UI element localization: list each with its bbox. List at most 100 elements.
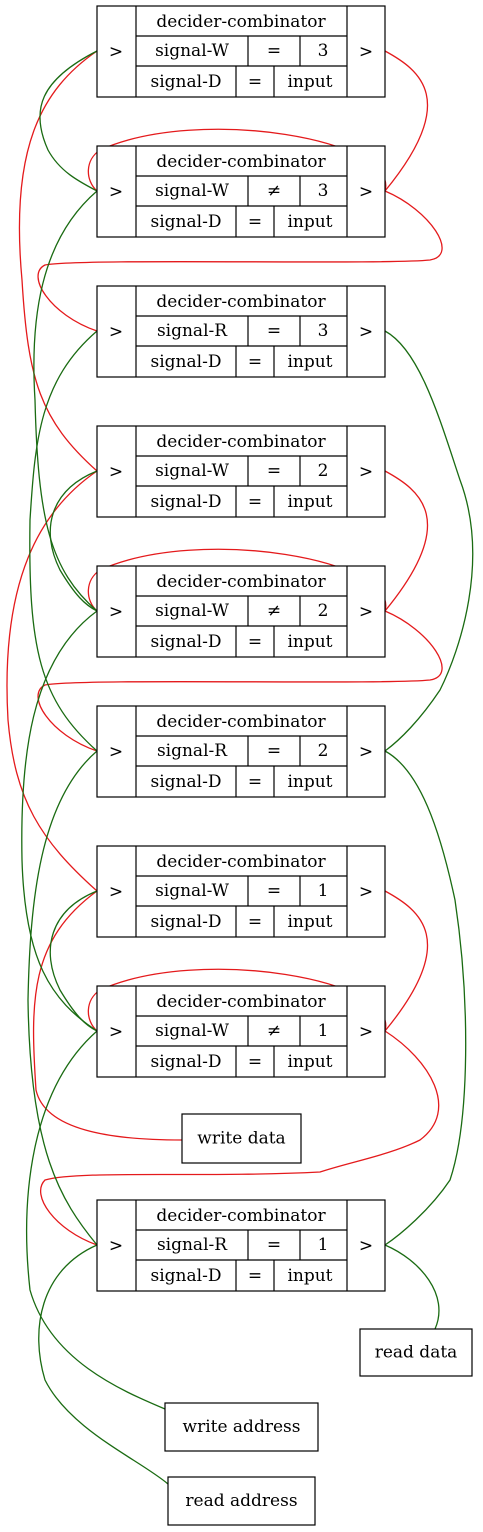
output-operator: = [248,1052,262,1072]
green-wire [384,1244,440,1330]
output-operator: = [248,1266,262,1286]
combinator-frame [96,1199,386,1292]
green-wire [38,1244,169,1485]
input-port-symbol: > [109,42,123,62]
terminal-write-address: write address [164,1402,319,1452]
output-operator: = [248,492,262,512]
output-signal: signal-D [151,352,222,372]
terminal-label: read data [375,1343,458,1363]
output-signal: signal-D [151,492,222,512]
green-wire [384,750,467,1246]
condition-value: 3 [318,181,329,201]
condition-operator: = [267,321,281,341]
decider-combinator-node: >>decider-combinatorsignal-R=2signal-D=i… [96,705,386,798]
condition-value: 3 [318,41,329,61]
output-port-symbol: > [359,602,373,622]
green-wire [39,50,98,192]
input-port-symbol: > [109,322,123,342]
condition-operator: = [267,1235,281,1255]
green-wire [49,890,98,1032]
terminal-label: read address [185,1491,297,1511]
condition-value: 2 [318,461,329,481]
condition-operator: ≠ [267,181,281,201]
combinator-frame [96,985,386,1078]
decider-combinator-node: >>decider-combinatorsignal-W=3signal-D=i… [96,5,386,98]
green-wire [21,610,98,1032]
output-port-symbol: > [359,42,373,62]
combinator-layer: > > decider-combinator signal-W = 3 signal-D = i… [96,5,386,1292]
decider-combinator-node: >>decider-combinatorsignal-W≠3signal-D=i… [96,145,386,238]
output-operator: = [248,632,262,652]
decider-combinator-node: >>decider-combinatorsignal-R=1signal-D=i… [96,1199,386,1292]
combinator-title: decider-combinator [156,572,326,592]
output-operator: = [248,72,262,92]
red-wire [6,470,98,892]
input-port-symbol: > [109,462,123,482]
combinator-frame [96,845,386,938]
decider-combinator-node: >>decider-combinatorsignal-W=1signal-D=i… [96,845,386,938]
combinator-title: decider-combinator [156,152,326,172]
combinator-frame [96,565,386,658]
input-port-symbol: > [109,1236,123,1256]
input-port-symbol: > [109,602,123,622]
red-wire [18,50,98,472]
condition-operator: = [267,41,281,61]
output-signal: signal-D [151,632,222,652]
output-value: input [287,632,332,652]
condition-signal: signal-R [157,1235,228,1255]
combinator-title: decider-combinator [156,432,326,452]
combinator-frame [96,425,386,518]
combinator-title: decider-combinator [156,852,326,872]
output-signal: signal-D [151,912,222,932]
condition-value: 1 [318,1021,329,1041]
condition-signal: signal-W [155,601,229,621]
condition-signal: signal-R [157,741,228,761]
output-value: input [287,1266,332,1286]
condition-value: 1 [318,881,329,901]
condition-operator: = [267,741,281,761]
terminal-frame [181,1113,302,1164]
output-operator: = [248,352,262,372]
terminal-read-address: read address [167,1476,316,1526]
red-wire [37,610,443,752]
output-value: input [287,72,332,92]
condition-signal: signal-W [155,461,229,481]
condition-operator: = [267,461,281,481]
condition-value: 1 [318,1235,329,1255]
output-operator: = [248,772,262,792]
output-operator: = [248,912,262,932]
green-wire [29,330,98,752]
condition-value: 2 [318,601,329,621]
combinator-frame [96,285,386,378]
output-signal: signal-D [151,1266,222,1286]
combinator-frame [96,145,386,238]
red-wire [384,50,429,192]
condition-value: 2 [318,741,329,761]
output-value: input [287,1052,332,1072]
output-port-symbol: > [359,882,373,902]
combinator-title: decider-combinator [156,1206,326,1226]
output-value: input [287,772,332,792]
input-port-symbol: > [109,182,123,202]
output-value: input [287,352,332,372]
condition-signal: signal-W [155,41,229,61]
condition-signal: signal-W [155,881,229,901]
red-wire [384,470,429,612]
green-wire [49,470,98,612]
decider-combinator-node: >>decider-combinatorsignal-W≠1signal-D=i… [96,985,386,1078]
green-wire [384,330,474,752]
output-signal: signal-D [151,772,222,792]
combinator-title: decider-combinator [156,12,326,32]
terminal-frame [164,1402,319,1452]
red-wire [39,1030,440,1246]
output-signal: signal-D [151,212,222,232]
combinator-title: decider-combinator [156,712,326,732]
condition-operator: = [267,881,281,901]
condition-operator: ≠ [267,601,281,621]
output-operator: = [248,212,262,232]
terminal-read-data: read data [359,1328,473,1377]
red-wire [37,190,443,332]
input-port-symbol: > [109,742,123,762]
